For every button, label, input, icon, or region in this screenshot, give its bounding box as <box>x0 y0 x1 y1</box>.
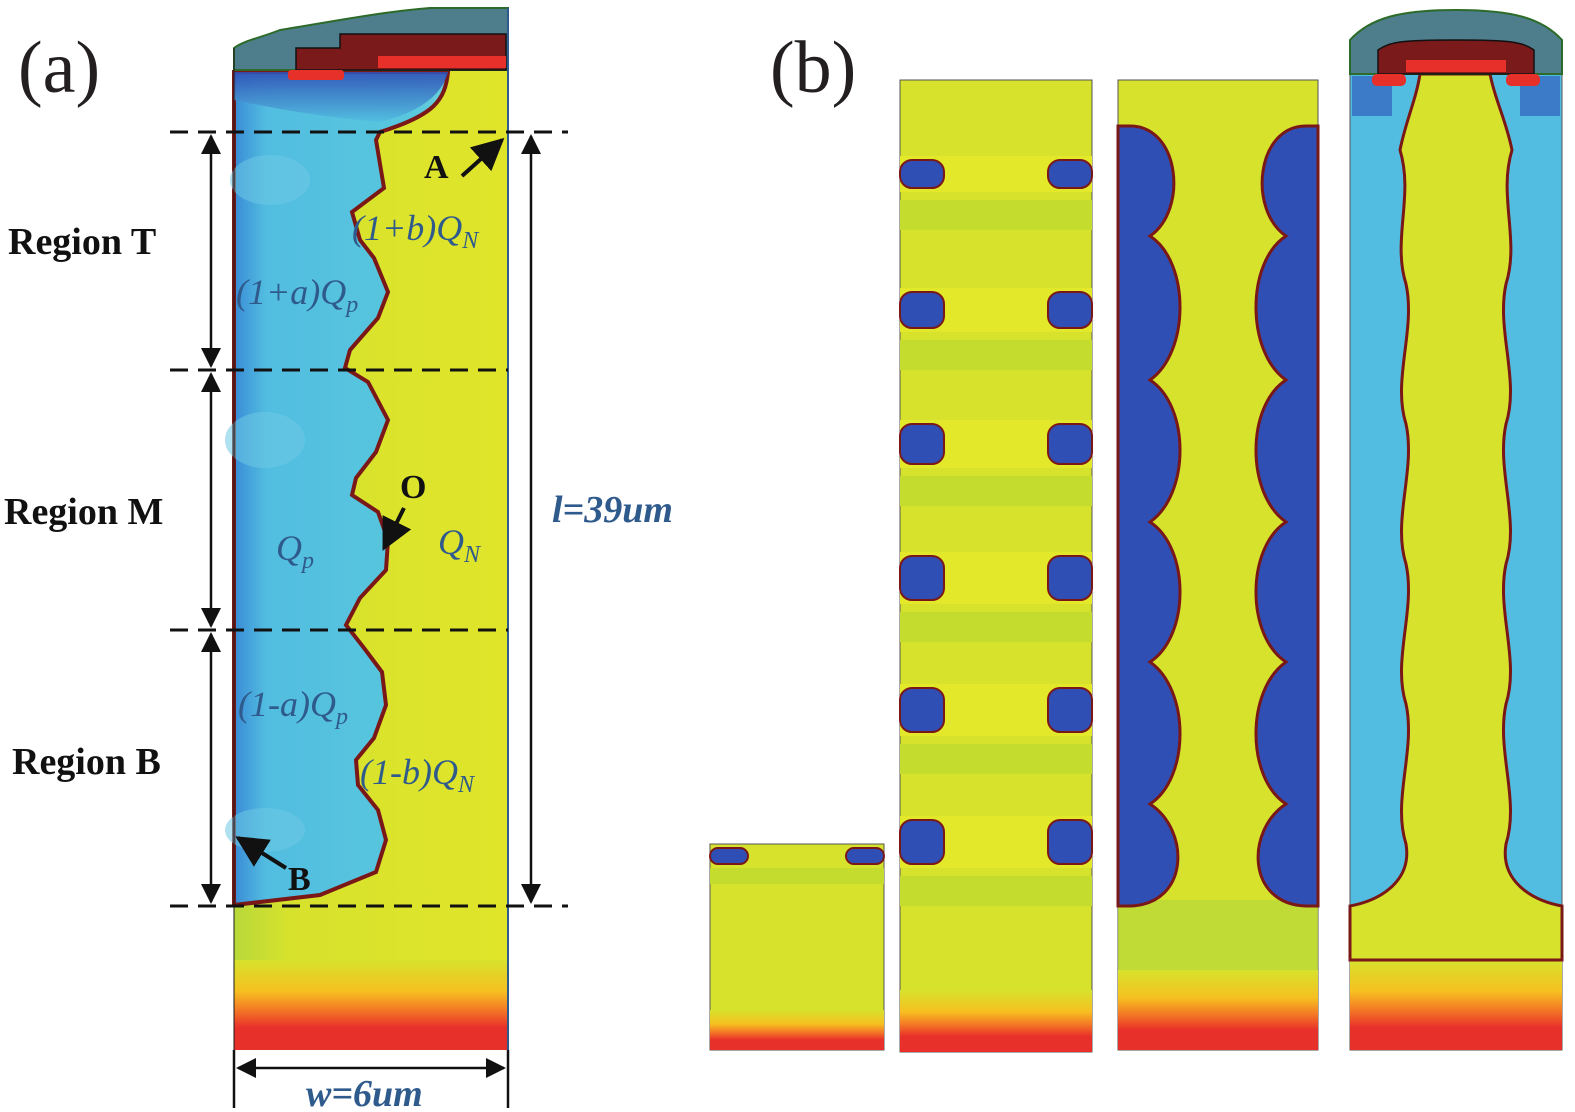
panel-b: (b) <box>709 8 1564 1053</box>
point-o-label: O <box>400 469 426 506</box>
b2-gap-4 <box>900 612 1092 642</box>
b2-gap-2 <box>900 340 1092 370</box>
b2-p-island-left-1 <box>899 159 945 189</box>
panel-b-label: (b) <box>770 27 856 109</box>
region-t-label: Region T <box>8 221 156 263</box>
p-plus-contact <box>288 70 344 80</box>
b4-contact-left <box>1372 74 1406 86</box>
p-top-depletion <box>234 72 448 122</box>
b2-p-island-right-5 <box>1047 687 1093 733</box>
device-b2 <box>899 79 1093 1053</box>
source-contact <box>378 56 506 68</box>
arrow-a <box>460 137 505 178</box>
b2-gap-5 <box>900 744 1092 774</box>
region-b-label: Region B <box>12 741 161 783</box>
charge-n-top: (1+b)QN <box>352 208 480 254</box>
b2-p-island-right-4 <box>1047 555 1093 601</box>
b2-gap-1 <box>900 200 1092 230</box>
point-b-label: B <box>288 861 311 898</box>
region-arrows <box>201 134 541 1108</box>
point-markers <box>235 137 505 870</box>
b2-p-island-left-5 <box>899 687 945 733</box>
length-label: l=39um <box>552 489 673 531</box>
b1-p-right <box>845 847 885 865</box>
b2-p-island-left-3 <box>899 423 945 465</box>
arrow-o <box>382 507 412 551</box>
b2-p-island-left-4 <box>899 555 945 601</box>
width-label: w=6um <box>306 1073 423 1112</box>
b4-source-contact <box>1406 60 1506 72</box>
b1-top-band <box>710 868 884 884</box>
b3-green-tint <box>1118 900 1318 970</box>
b2-gap-6 <box>900 876 1092 906</box>
b2-p-island-left-2 <box>899 291 945 329</box>
p-highlight-1 <box>230 155 310 205</box>
b2-gap-3 <box>900 476 1092 506</box>
b4-n-pillar <box>1348 72 1564 962</box>
device-b4 <box>1348 8 1564 1051</box>
p-highlight-2 <box>225 412 305 468</box>
b2-p-island-right-6 <box>1047 819 1093 865</box>
p-highlight-3 <box>225 808 305 852</box>
b2-substrate <box>900 990 1092 1052</box>
b3-p-left <box>1116 124 1182 908</box>
device-a <box>225 7 509 1050</box>
point-a-label: A <box>424 149 449 186</box>
panel-a-label: (a) <box>18 27 100 109</box>
region-boundaries <box>170 130 568 908</box>
panel-a: (a) <box>4 7 673 1112</box>
substrate <box>234 960 508 1050</box>
b2-p-island-right-2 <box>1047 291 1093 329</box>
b1-p-left <box>709 847 749 865</box>
b3-substrate <box>1118 970 1318 1050</box>
p-pillar <box>232 70 451 908</box>
device-b1 <box>709 843 885 1051</box>
arrow-b <box>235 836 288 870</box>
device-b3 <box>1116 79 1320 1051</box>
charge-p-bot: (1-a)Qp <box>238 684 348 730</box>
charge-p-mid: Qp <box>276 528 314 574</box>
charge-n-mid: QN <box>438 522 482 568</box>
b4-contact-right <box>1506 74 1540 86</box>
region-m-label: Region M <box>4 491 163 533</box>
charge-p-top: (1+a)Qp <box>236 272 358 318</box>
charge-n-bot: (1-b)QN <box>360 752 476 798</box>
b2-p-island-right-1 <box>1047 159 1093 189</box>
b2-p-island-left-6 <box>899 819 945 865</box>
b1-substrate <box>710 1010 884 1050</box>
b2-p-island-right-3 <box>1047 423 1093 465</box>
b4-substrate <box>1350 960 1562 1050</box>
b3-p-right <box>1254 124 1320 908</box>
